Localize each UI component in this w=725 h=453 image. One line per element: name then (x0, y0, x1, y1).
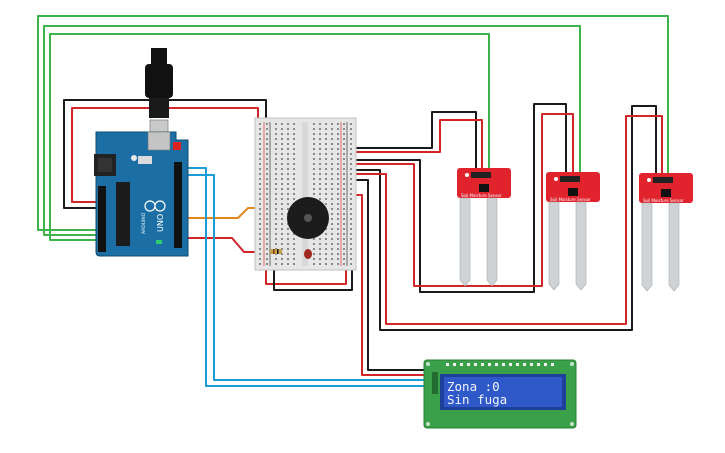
wire-green-sensor-2 (43, 25, 581, 236)
sensor-3-label: Soil Moisture Sensor (643, 198, 684, 203)
atmega-chip (116, 182, 130, 246)
usb-cable (145, 48, 173, 143)
wire-red-sensor-3-vcc (352, 115, 663, 325)
wire-green-sensor-1 (49, 33, 490, 241)
lcd-display: Zona :0 Sin fuga (423, 359, 577, 429)
header-pins-left (98, 186, 106, 252)
wire-green-sensor-3 (37, 15, 669, 231)
sensor-2-label: Soil Moisture Sensor (550, 197, 591, 202)
lcd-header-pins (446, 363, 554, 366)
board-label: UNO (156, 214, 165, 232)
wire-black-sensor-3-gnd (352, 105, 657, 331)
piezo-buzzer (287, 197, 329, 239)
wire-blue-sda (180, 167, 430, 387)
reset-button (173, 142, 181, 150)
arduino-board: UNO ARDUINO (94, 131, 189, 257)
wire-red-sensor-1-vcc (352, 119, 483, 172)
wire-black-gnd-top (63, 99, 267, 209)
wire-black-lcd-gnd (356, 179, 430, 371)
sensor-1-label: Soil Moisture Sensor (461, 193, 502, 198)
board-brand: ARDUINO (141, 212, 147, 234)
wire-red-5v-top (71, 107, 259, 203)
soil-moisture-sensor-2: Soil Moisture Sensor (546, 172, 600, 291)
wire-black-bottom-loop (273, 270, 353, 291)
lcd-line-2: Sin fuga (447, 392, 507, 407)
arduino-logo (144, 200, 166, 212)
wire-red-bottom-loop (265, 270, 347, 285)
soil-moisture-sensor-3: Soil Moisture Sensor (639, 173, 693, 292)
wires (37, 15, 669, 387)
breadboard (254, 117, 357, 271)
resistor (270, 249, 282, 254)
wire-black-sensor-1-gnd (352, 111, 477, 172)
lcd-line-1: Zona :0 (447, 379, 500, 394)
led (304, 249, 312, 259)
wire-blue-scl (180, 174, 430, 381)
wire-red-lcd-vcc (356, 194, 430, 376)
soil-moisture-sensor-1: Soil Moisture Sensor (457, 168, 511, 287)
wire-black-sensor-2-gnd (352, 103, 567, 293)
usb-port (147, 131, 171, 151)
header-pins-right (174, 162, 182, 248)
wire-red-sensor-2-vcc (352, 113, 574, 287)
